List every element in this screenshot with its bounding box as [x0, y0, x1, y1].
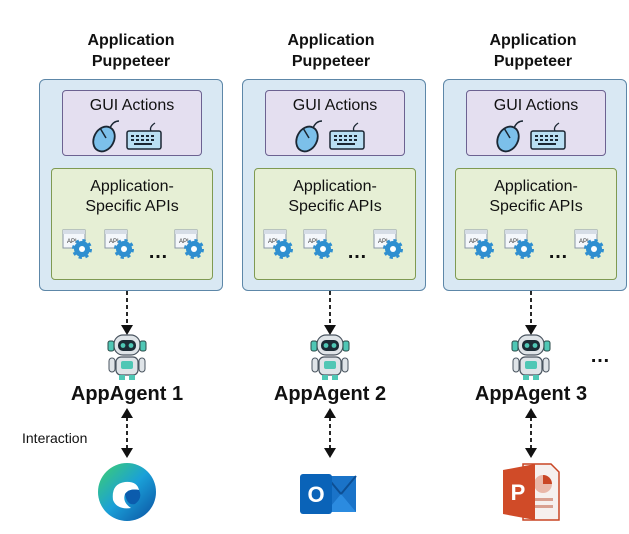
- keyboard-icon: [126, 122, 162, 150]
- panel-to-agent-arrow: [324, 291, 336, 335]
- svg-text:P: P: [511, 480, 526, 505]
- puppeteer-panel-3: GUI Actions Application- Specific APIs A…: [443, 79, 627, 291]
- puppeteer-panel-2: GUI Actions Application- Specific APIs A…: [242, 79, 426, 291]
- agent-label-1: AppAgent 1: [70, 383, 184, 405]
- mouse-icon: [295, 120, 323, 153]
- specific-apis-box-1: Application- Specific APIs API API …: [51, 168, 213, 280]
- gui-actions-box-2: GUI Actions: [265, 90, 405, 156]
- gui-actions-box-1: GUI Actions: [62, 90, 202, 156]
- specific-apis-label-3: Application- Specific APIs: [489, 178, 583, 215]
- specific-apis-label-2: Application- Specific APIs: [288, 178, 382, 215]
- more-agents-ellipsis: …: [590, 345, 610, 367]
- svg-text:API: API: [109, 239, 119, 245]
- agent-app-interaction-arrow: [324, 408, 336, 458]
- panel-to-agent-arrow: [525, 291, 537, 335]
- robot-agent-icon: [310, 334, 350, 380]
- agent-app-interaction-arrow: [525, 408, 537, 458]
- keyboard-icon: [530, 122, 566, 150]
- gui-actions-box-3: GUI Actions: [466, 90, 606, 156]
- api-gear-icon: API: [464, 229, 494, 259]
- svg-text:API: API: [67, 239, 77, 245]
- robot-agent-icon: [107, 334, 147, 380]
- specific-apis-label-1: Application- Specific APIs: [85, 178, 179, 215]
- api-gear-icon: API: [373, 229, 403, 259]
- puppeteer-title-2: Application Puppeteer: [287, 32, 375, 70]
- puppeteer-title-3: Application Puppeteer: [489, 32, 577, 70]
- outlook-icon: O: [300, 474, 357, 514]
- agent-app-interaction-arrow: [121, 408, 133, 458]
- api-ellipsis: …: [548, 241, 568, 263]
- mouse-icon: [496, 120, 524, 153]
- svg-text:API: API: [378, 239, 388, 245]
- puppeteer-title-1: Application Puppeteer: [87, 32, 175, 70]
- puppeteer-panel-1: GUI Actions Application- Specific APIs A…: [39, 79, 223, 291]
- api-gear-icon: API: [504, 229, 534, 259]
- specific-apis-box-2: Application- Specific APIs API API …: [254, 168, 416, 280]
- api-gear-icon: API: [263, 229, 293, 259]
- robot-agent-icon: [511, 334, 551, 380]
- svg-text:O: O: [307, 482, 324, 507]
- svg-text:API: API: [268, 239, 278, 245]
- panel-to-agent-arrow: [121, 291, 133, 335]
- api-gear-icon: API: [574, 229, 604, 259]
- api-ellipsis: …: [347, 241, 367, 263]
- edge-browser-icon: [98, 463, 156, 521]
- api-gear-icon: API: [62, 229, 92, 259]
- api-gear-icon: API: [303, 229, 333, 259]
- api-gear-icon: API: [104, 229, 134, 259]
- api-gear-icon: API: [174, 229, 204, 259]
- interaction-label: Interaction: [22, 430, 88, 446]
- specific-apis-box-3: Application- Specific APIs API API …: [455, 168, 617, 280]
- agent-label-2: AppAgent 2: [273, 383, 387, 405]
- agent-label-3: AppAgent 3: [474, 383, 588, 405]
- svg-text:API: API: [179, 239, 189, 245]
- svg-text:API: API: [469, 239, 479, 245]
- api-ellipsis: …: [148, 241, 168, 263]
- powerpoint-icon: P: [503, 463, 560, 521]
- svg-text:API: API: [579, 239, 589, 245]
- mouse-icon: [92, 120, 120, 153]
- keyboard-icon: [329, 122, 365, 150]
- svg-text:API: API: [308, 239, 318, 245]
- svg-text:API: API: [509, 239, 519, 245]
